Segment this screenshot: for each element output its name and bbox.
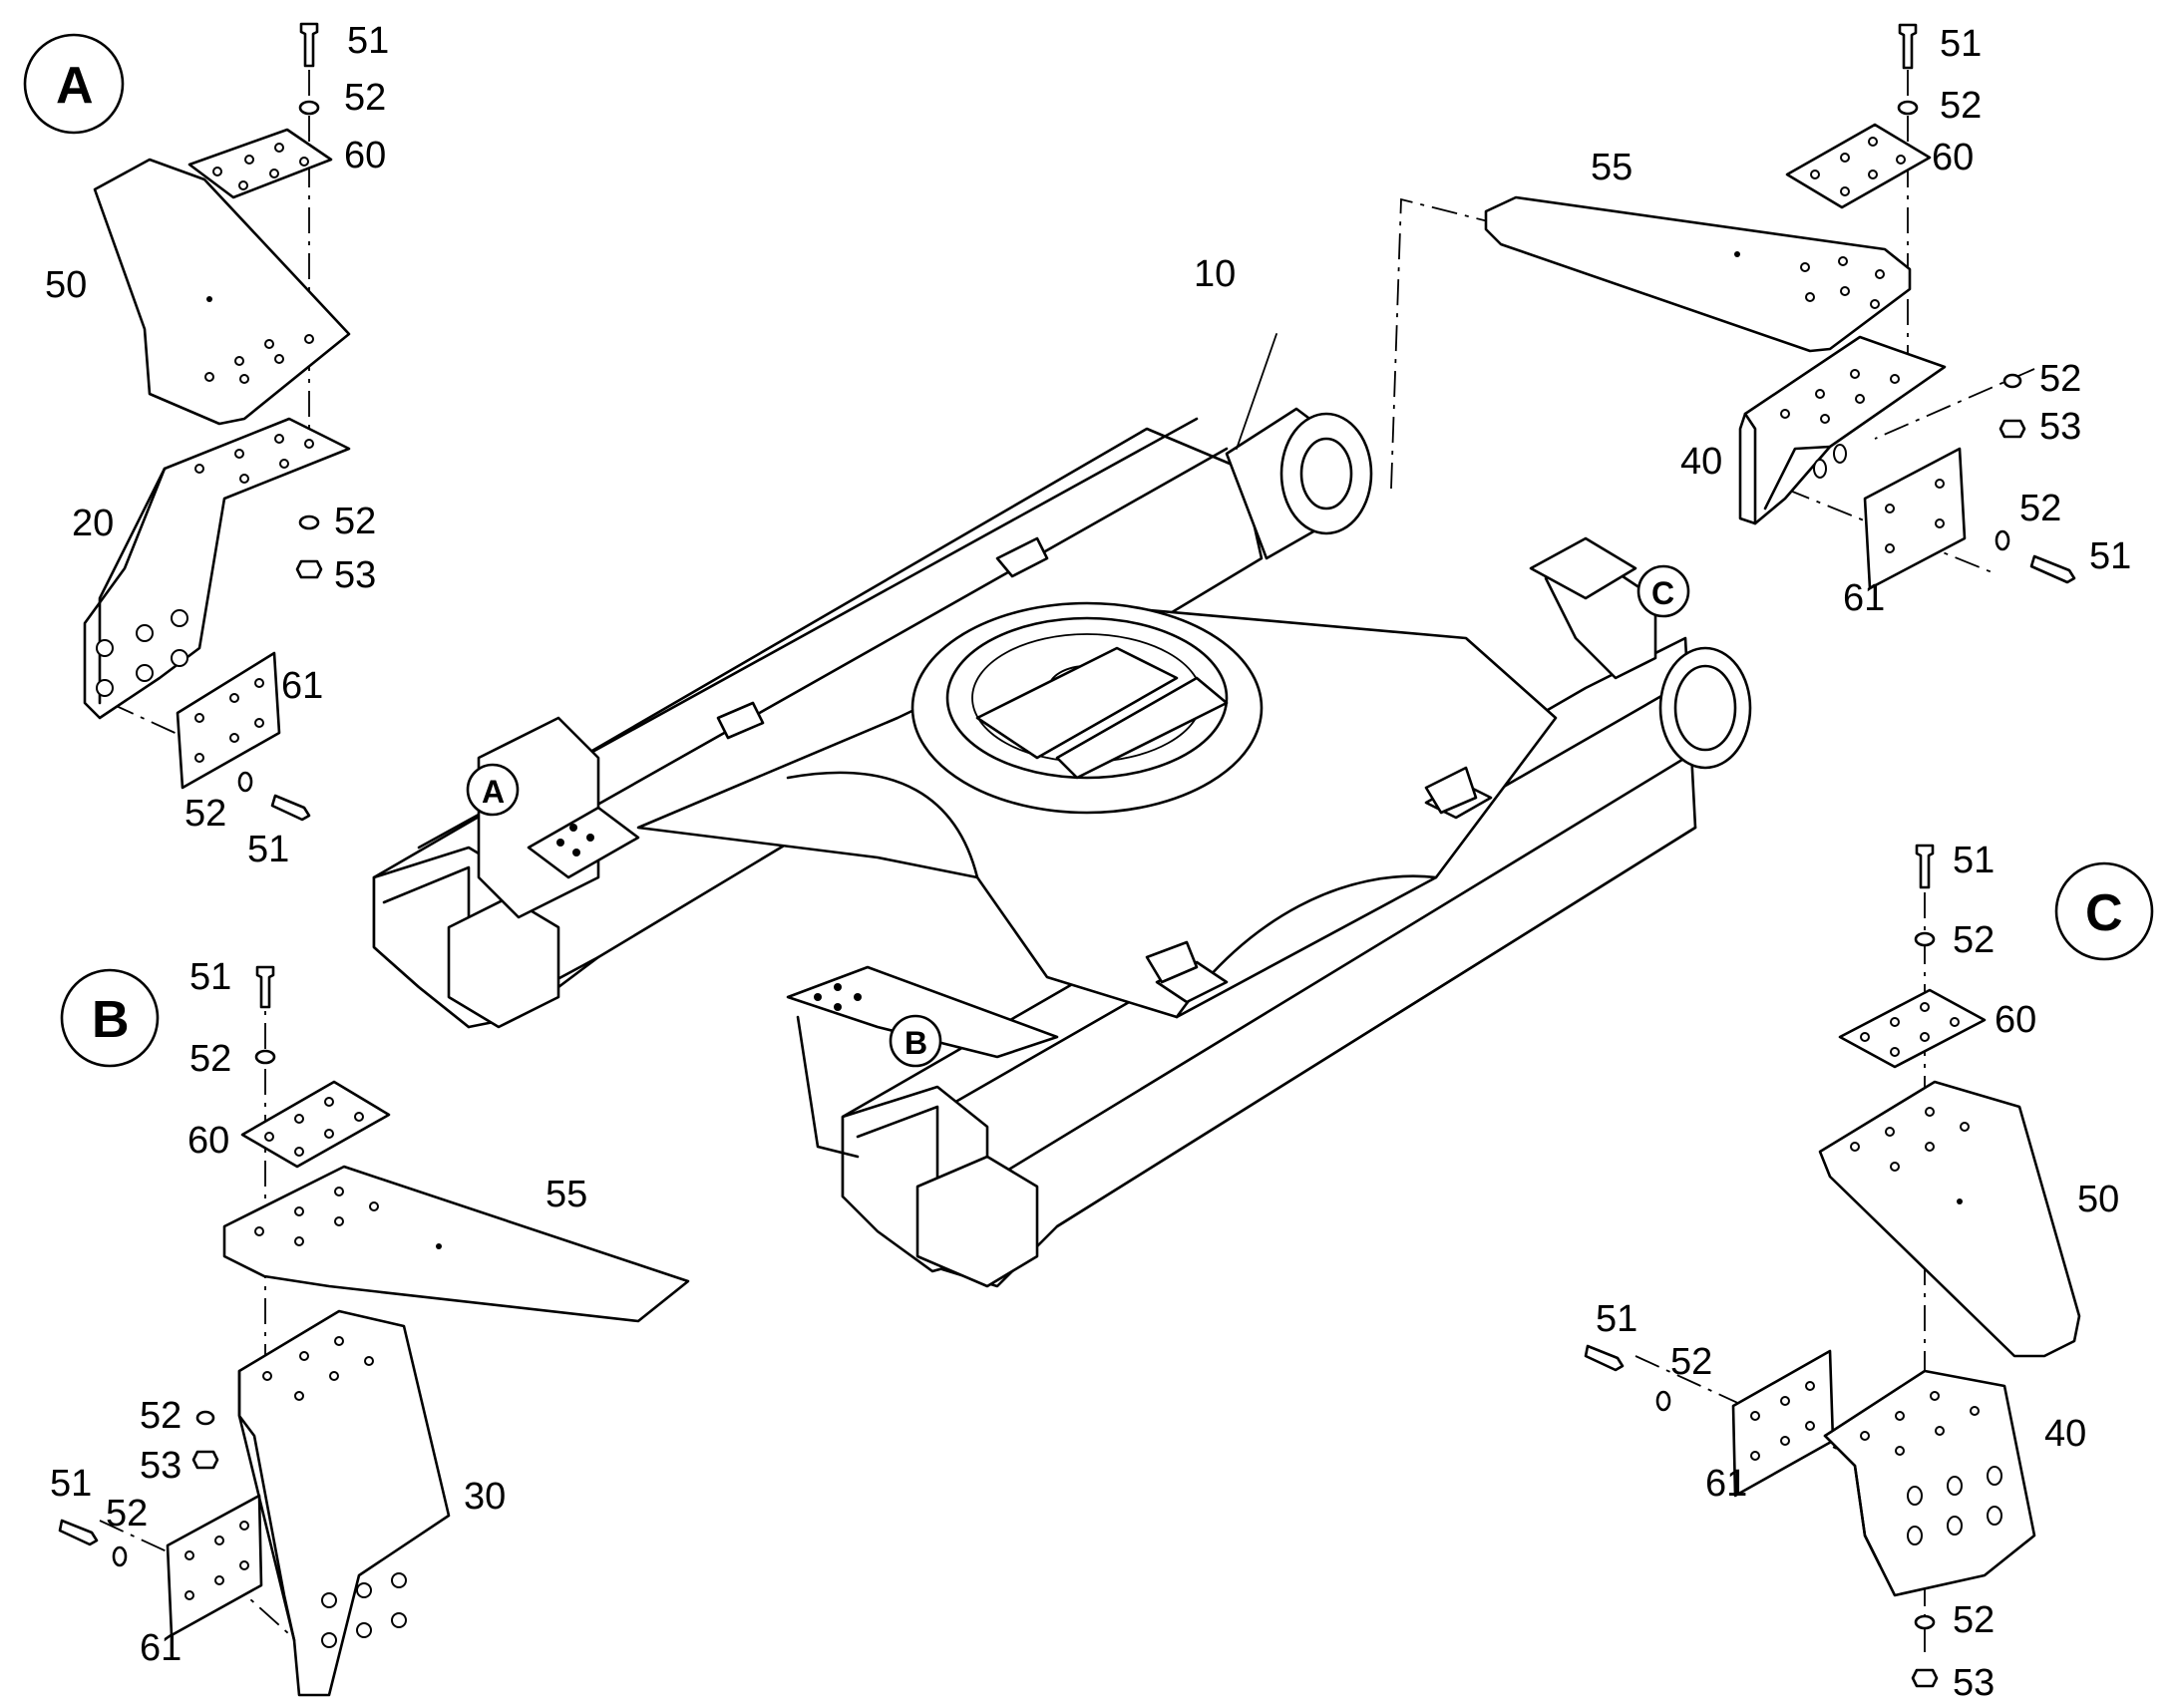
callout-ct-bolt-side: 51 [2089,535,2131,577]
callout-ct-nut: 53 [2039,406,2081,448]
side-plate-61 [1863,447,1967,590]
washer-icon [298,100,320,116]
callout-c-bracket: 40 [2044,1413,2086,1455]
callout-c-washer-side: 52 [1670,1341,1712,1383]
nut-icon [1998,419,2026,439]
callout-ct-bolt: 51 [1940,23,1982,65]
plate-60 [1785,123,1932,209]
callout-a-plate: 60 [344,135,386,176]
bolt-icon [1915,844,1935,889]
washer-icon [298,514,320,530]
bolt-icon [255,965,275,1009]
callout-c-washer-bot: 52 [1953,1599,1995,1641]
detail-marker-c: C [2085,884,2123,942]
callout-c-bolt-side: 51 [1596,1298,1637,1340]
nut-icon [191,1450,219,1470]
bracket-20 [83,417,351,720]
step-50 [93,158,351,426]
callout-ct-bracket: 40 [1680,441,1722,483]
detail-a: A 51 52 60 50 20 52 53 61 52 [23,20,389,870]
callout-b-step: 55 [545,1174,587,1215]
callout-a-bolt: 51 [347,20,389,62]
callout-b-washer-side: 52 [106,1493,148,1535]
washer-icon [195,1410,215,1426]
frame-marker-b: B [905,1025,927,1061]
callout-a-washer-bot: 52 [334,501,376,542]
washer-icon [1995,529,2010,551]
detail-marker-a: A [56,57,94,115]
callout-b-bolt: 51 [189,956,231,998]
detail-b: B 51 52 60 55 52 53 30 51 52 6 [50,956,690,1697]
callout-a-washer-top: 52 [344,77,386,119]
detail-marker-b: B [92,991,130,1049]
callout-a-bracket: 20 [72,503,114,544]
callout-b-bracket: 30 [464,1476,506,1518]
washer-icon [1897,100,1919,116]
callout-c-step: 50 [2077,1179,2119,1220]
washer-icon [112,1545,128,1567]
step-50 [1818,1080,2081,1358]
callout-ct-plate: 60 [1932,137,1974,178]
washer-icon [1655,1390,1671,1412]
washer-icon [237,771,253,793]
callout-b-washer-bot: 52 [140,1395,182,1437]
callout-a-bolt-side: 51 [247,829,289,870]
detail-c: C 51 52 60 50 51 52 61 40 52 5 [1584,840,2154,1704]
callout-ct-washer-bot: 52 [2039,358,2081,400]
callout-c-plate: 60 [1995,999,2036,1041]
washer-icon [1914,1614,1936,1630]
step-55 [222,1165,690,1323]
bolt-icon [1584,1344,1625,1372]
detail-marker-b-circle [60,968,160,1068]
side-plate-61 [166,1494,263,1637]
callout-b-plate: 60 [187,1120,229,1162]
callout-a-nut: 53 [334,554,376,596]
callout-b-side-plate: 61 [140,1627,182,1669]
callout-c-washer-top: 52 [1953,919,1995,961]
plate-60 [187,128,333,199]
callout-ct-side-plate: 61 [1843,577,1885,619]
frame-marker-c-circle [1636,564,1690,618]
bolt-icon [1898,23,1918,70]
washer-icon [2002,373,2022,389]
callout-a-step: 50 [45,264,87,306]
bracket-30 [237,1309,451,1697]
frame-marker-b-circle [889,1014,942,1068]
washer-icon [1914,931,1936,947]
plate-60 [240,1080,391,1169]
detail-c-top: 55 51 52 60 40 52 53 52 51 61 [1484,23,2131,619]
step-55 [1484,195,1912,353]
bolt-icon [270,794,311,822]
swing-bearing [910,601,1264,815]
bolt-icon [58,1519,99,1546]
detail-marker-c-circle [2054,861,2154,961]
callout-main-frame: 10 [1194,253,1236,295]
callout-ct-washer-top: 52 [1940,85,1982,127]
callout-b-washer-top: 52 [189,1038,231,1080]
side-plate-61 [1731,1349,1835,1498]
frame-marker-c: C [1651,575,1674,611]
callout-a-washer-side: 52 [184,793,226,835]
nut-icon [295,559,323,579]
frame-marker-a: A [482,774,505,810]
callout-ct-step: 55 [1591,147,1633,188]
nut-icon [1911,1668,1939,1688]
main-frame-assembly [372,407,1752,1288]
callout-c-nut: 53 [1953,1662,1995,1704]
bolt-icon [299,22,319,68]
callout-c-bolt: 51 [1953,840,1995,881]
side-plate-61 [176,651,281,790]
bolt-icon [2029,554,2076,584]
callout-b-bolt-side: 51 [50,1463,92,1505]
callout-b-nut: 53 [140,1445,182,1487]
callout-ct-washer-side: 52 [2019,488,2061,529]
plate-60 [1838,988,1987,1069]
callout-c-side-plate: 61 [1705,1463,1747,1505]
detail-marker-a-circle [23,33,125,135]
washer-icon [254,1049,276,1065]
callout-a-side-plate: 61 [281,665,323,707]
frame-marker-a-circle [466,763,520,817]
